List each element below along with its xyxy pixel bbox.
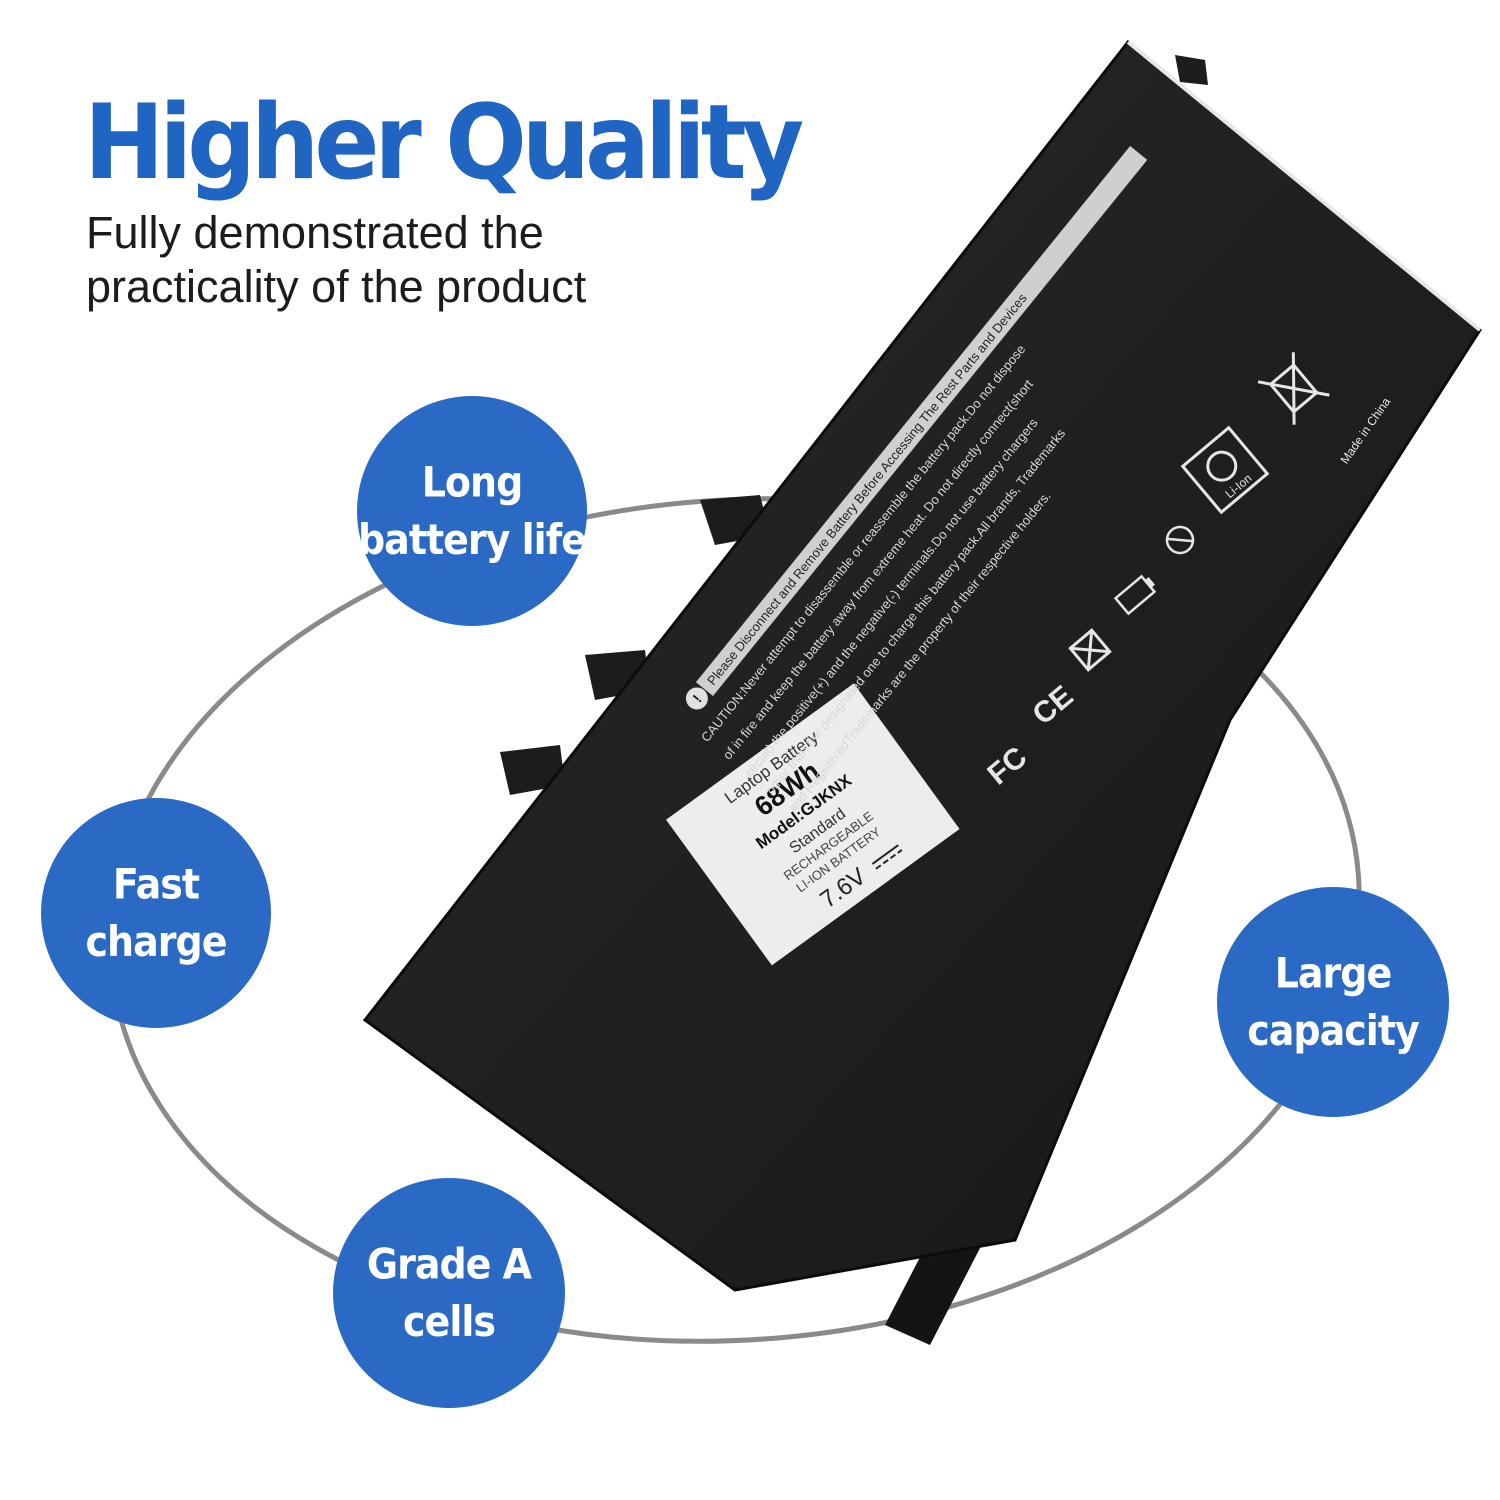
rcm-mark-icon xyxy=(1068,628,1112,672)
no-fire-icon xyxy=(1165,525,1195,555)
weee-bin-icon xyxy=(1257,352,1330,425)
headline: Higher Quality xyxy=(84,82,804,203)
feature-bubble-fast-charge: Fast charge xyxy=(41,798,271,1028)
feature-2-line-2: charge xyxy=(85,917,228,966)
battery-label xyxy=(666,683,960,966)
feature-2-line-1: Fast xyxy=(112,860,200,909)
feature-bubble-large-capacity: Large capacity xyxy=(1217,887,1449,1117)
subline-line-2: practicality of the product xyxy=(86,261,587,312)
feature-1-line-1: Long xyxy=(421,458,524,507)
feature-3-line-1: Grade A xyxy=(366,1240,532,1289)
feature-1-line-2: battery life xyxy=(357,515,587,564)
subline: Fully demonstrated the practicality of t… xyxy=(86,206,586,314)
subline-line-1: Fully demonstrated the xyxy=(86,207,544,258)
battery-symbol-icon xyxy=(1113,574,1157,616)
feature-bubble-long-battery-life: Long battery life xyxy=(357,396,587,626)
feature-4-line-1: Large xyxy=(1274,949,1393,998)
feature-4-line-2: capacity xyxy=(1247,1006,1419,1055)
feature-bubble-grade-a-cells: Grade A cells xyxy=(333,1178,565,1408)
feature-3-line-2: cells xyxy=(403,1297,496,1346)
